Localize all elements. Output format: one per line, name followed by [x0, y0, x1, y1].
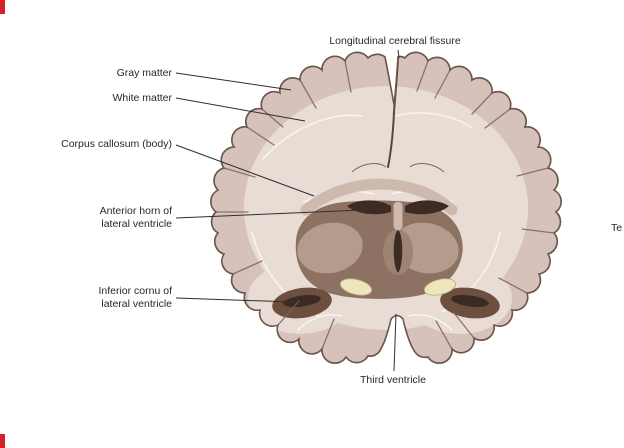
label-longitudinal-cerebral-fissure: Longitudinal cerebral fissure: [329, 35, 461, 47]
third-ventricle-slit: [393, 230, 403, 273]
hippocampus-right: [423, 278, 457, 296]
corpus-callosum-band: [300, 178, 458, 216]
label-anterior-horn-line1: Anterior horn of: [99, 205, 172, 217]
septum-pellucidum: [393, 202, 403, 230]
leader-lines: [175, 49, 400, 372]
sulci-lines: [215, 60, 555, 350]
leader-anterior-horn: [175, 209, 364, 219]
anterior-horn-left: [347, 200, 391, 215]
label-third-ventricle: Third ventricle: [360, 374, 426, 386]
label-anterior-horn: Anterior horn of lateral ventricle: [40, 205, 172, 231]
leader-corpus-callosum: [175, 144, 315, 197]
leader-white-matter: [175, 97, 306, 122]
basal-ganglia-left: [297, 222, 363, 274]
hippocampus-left: [339, 278, 373, 296]
label-gray-matter: Gray matter: [116, 67, 172, 79]
page-edge-marker-bottom: [0, 434, 5, 448]
label-inferior-cornu: Inferior cornu of lateral ventricle: [40, 285, 172, 311]
leader-inferior-cornu: [175, 297, 294, 303]
label-inferior-cornu-line2: lateral ventricle: [101, 298, 172, 310]
anterior-horn-right: [405, 200, 449, 215]
leader-third-ventricle: [393, 313, 397, 372]
label-anterior-horn-line2: lateral ventricle: [101, 218, 172, 230]
label-inferior-cornu-line1: Inferior cornu of: [98, 285, 172, 297]
cingulate-arcs: [351, 163, 445, 173]
brain-outline-stroke: [210, 51, 562, 364]
page-edge-marker-top: [0, 0, 5, 14]
label-corpus-callosum: Corpus callosum (body): [61, 138, 172, 150]
inferior-horn-left: [283, 294, 321, 308]
brain-interior: [215, 57, 555, 350]
label-right-edge-partial: Te: [611, 222, 623, 234]
leader-longitudinal-fissure: [397, 49, 400, 59]
leader-gray-matter: [175, 72, 292, 91]
label-white-matter: White matter: [112, 92, 172, 104]
inferior-horn-right: [451, 294, 489, 308]
